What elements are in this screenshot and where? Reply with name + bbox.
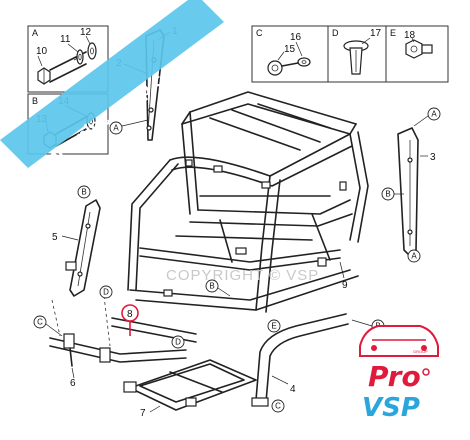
part-8-highlight: 8 [121, 304, 139, 336]
svg-text:6: 6 [70, 378, 76, 389]
svg-text:VSP: VSP [362, 393, 420, 423]
svg-text:E: E [271, 322, 276, 331]
nut-18-icon [405, 39, 433, 59]
nut-15-icon [267, 60, 283, 76]
svg-text:C: C [256, 28, 263, 38]
callout-a-top-right: A [427, 107, 441, 121]
callout-d-center: D [171, 335, 185, 349]
svg-text:17: 17 [370, 28, 382, 39]
callout-d-left: D [99, 285, 113, 299]
svg-text:A: A [431, 110, 437, 119]
provsp-logo: GROUP Pro VSP [359, 325, 439, 423]
svg-text:3: 3 [430, 152, 436, 163]
svg-text:10: 10 [36, 46, 48, 57]
part-3-bar [397, 127, 419, 257]
svg-text:B: B [209, 282, 214, 291]
svg-text:15: 15 [284, 44, 296, 55]
inset-box-a: A 10 11 12 [27, 25, 109, 93]
svg-text:7: 7 [140, 408, 146, 419]
washer-16-icon [297, 57, 311, 67]
svg-text:C: C [37, 318, 43, 327]
svg-text:B: B [32, 96, 38, 106]
callout-c-left: C [33, 315, 47, 329]
svg-text:B: B [81, 188, 86, 197]
svg-text:A: A [113, 124, 119, 133]
svg-text:A: A [32, 28, 38, 38]
svg-text:4: 4 [290, 384, 296, 395]
callout-b-left: B [77, 185, 91, 199]
svg-text:11: 11 [60, 34, 71, 45]
inset-box-d: D 17 [327, 25, 387, 83]
svg-text:D: D [103, 288, 109, 297]
copyright-watermark: COPYRIGHT © VSP [166, 267, 319, 284]
part-4-bar [251, 313, 349, 407]
callout-a-bottom-right: A [407, 249, 421, 263]
callout-a-left: A [109, 121, 123, 135]
svg-text:16: 16 [290, 32, 302, 43]
roll-cage-frame [127, 91, 369, 313]
part-8-bar [111, 317, 197, 343]
svg-text:5: 5 [52, 232, 58, 243]
part-6-bar [49, 333, 187, 367]
part-5-bar [65, 199, 101, 297]
svg-text:C: C [275, 402, 281, 411]
inset-box-c: C 15 16 [251, 25, 329, 83]
svg-text:8: 8 [127, 309, 133, 320]
svg-text:GROUP: GROUP [413, 349, 428, 354]
svg-text:A: A [411, 252, 417, 261]
svg-text:Pro: Pro [368, 360, 421, 393]
callout-c-bottom: C [271, 399, 285, 413]
svg-text:12: 12 [80, 27, 92, 38]
svg-text:9: 9 [342, 280, 348, 291]
part-7-frame [123, 359, 257, 411]
nut-12-icon [87, 42, 97, 60]
rivet-17-icon [343, 40, 369, 75]
svg-text:E: E [390, 28, 396, 38]
inset-box-e: E 18 [385, 25, 449, 83]
svg-text:B: B [385, 190, 390, 199]
callout-e: E [267, 319, 281, 333]
washer-11-icon [76, 49, 84, 65]
callout-b-center: B [205, 279, 219, 293]
svg-text:18: 18 [404, 30, 416, 41]
callout-b-right: B [381, 187, 395, 201]
svg-text:D: D [332, 28, 339, 38]
svg-text:D: D [175, 338, 181, 347]
